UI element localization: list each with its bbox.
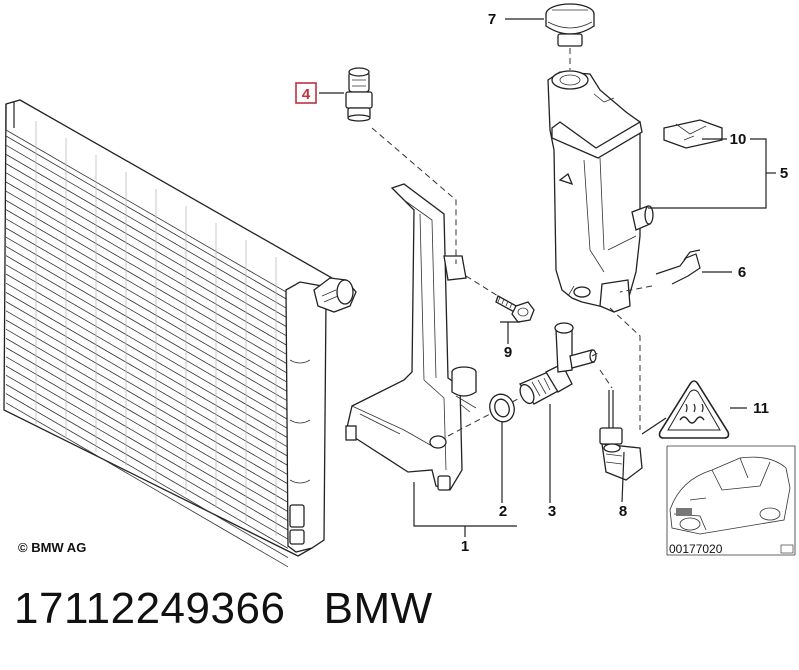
expansion-tank-cap [545,3,595,47]
radiator-fin [5,292,289,457]
radiator-fin [5,255,289,420]
radiator-fin [5,356,289,522]
diagram-reference: 00177020 [669,542,723,556]
radiator-fin [5,365,289,531]
callout-9: 9 [504,344,512,361]
brand-name: BMW [323,584,433,633]
radiator-fin [5,209,289,374]
hose-connector [519,322,597,405]
radiator-fin [5,163,289,328]
radiator-fin [5,347,289,512]
callout-8: 8 [619,503,627,520]
copyright-notice: © BMW AG [18,540,86,555]
callout-1: 1 [461,538,469,555]
radiator-fin [5,172,289,338]
callout-4: 4 [302,86,311,103]
radiator-fin [5,227,289,393]
mounting-bracket [345,183,477,491]
radiator [3,99,357,568]
radiator-fin [5,384,289,549]
hot-coolant-warning-icon [658,380,730,439]
callout-3: 3 [548,503,556,520]
radiator-fin [5,393,289,558]
radiator-fin [5,218,289,384]
radiator-fin [5,246,289,411]
radiator-fin [5,144,289,310]
callout-10: 10 [730,131,747,148]
radiator-fin [5,264,289,430]
radiator-fin [5,374,289,540]
callout-11: 11 [753,400,769,417]
radiator-fin [5,402,289,568]
radiator-fin [5,135,289,301]
callout-6: 6 [738,264,746,281]
radiator-fin [5,282,289,448]
radiator-fin [5,310,289,476]
leader-lines [319,18,776,537]
screw [495,295,535,323]
radiator-fin [5,190,289,356]
rubber-mount [345,67,373,122]
retaining-clip [655,249,701,285]
o-ring [489,393,515,423]
highlight-box [295,82,317,104]
footer-caption: 17112249366 BMW [14,584,433,634]
expansion-tank [547,70,654,313]
radiator-fin [5,273,289,439]
level-sensor [599,390,643,481]
radiator-fin [5,338,289,503]
part-number: 17112249366 [14,584,286,633]
callout-2: 2 [499,503,507,520]
radiator-fin [5,181,289,347]
callout-7: 7 [488,11,496,28]
radiator-fin [5,200,289,365]
radiator-fin [5,236,289,402]
radiator-fin [5,154,289,319]
radiator-fin [5,301,289,466]
radiator-fin [5,319,289,485]
callout-5: 5 [780,165,788,182]
warning-label [663,119,723,149]
vehicle-inset [666,445,796,556]
radiator-fin [5,328,289,494]
assembly-lines [371,48,653,437]
